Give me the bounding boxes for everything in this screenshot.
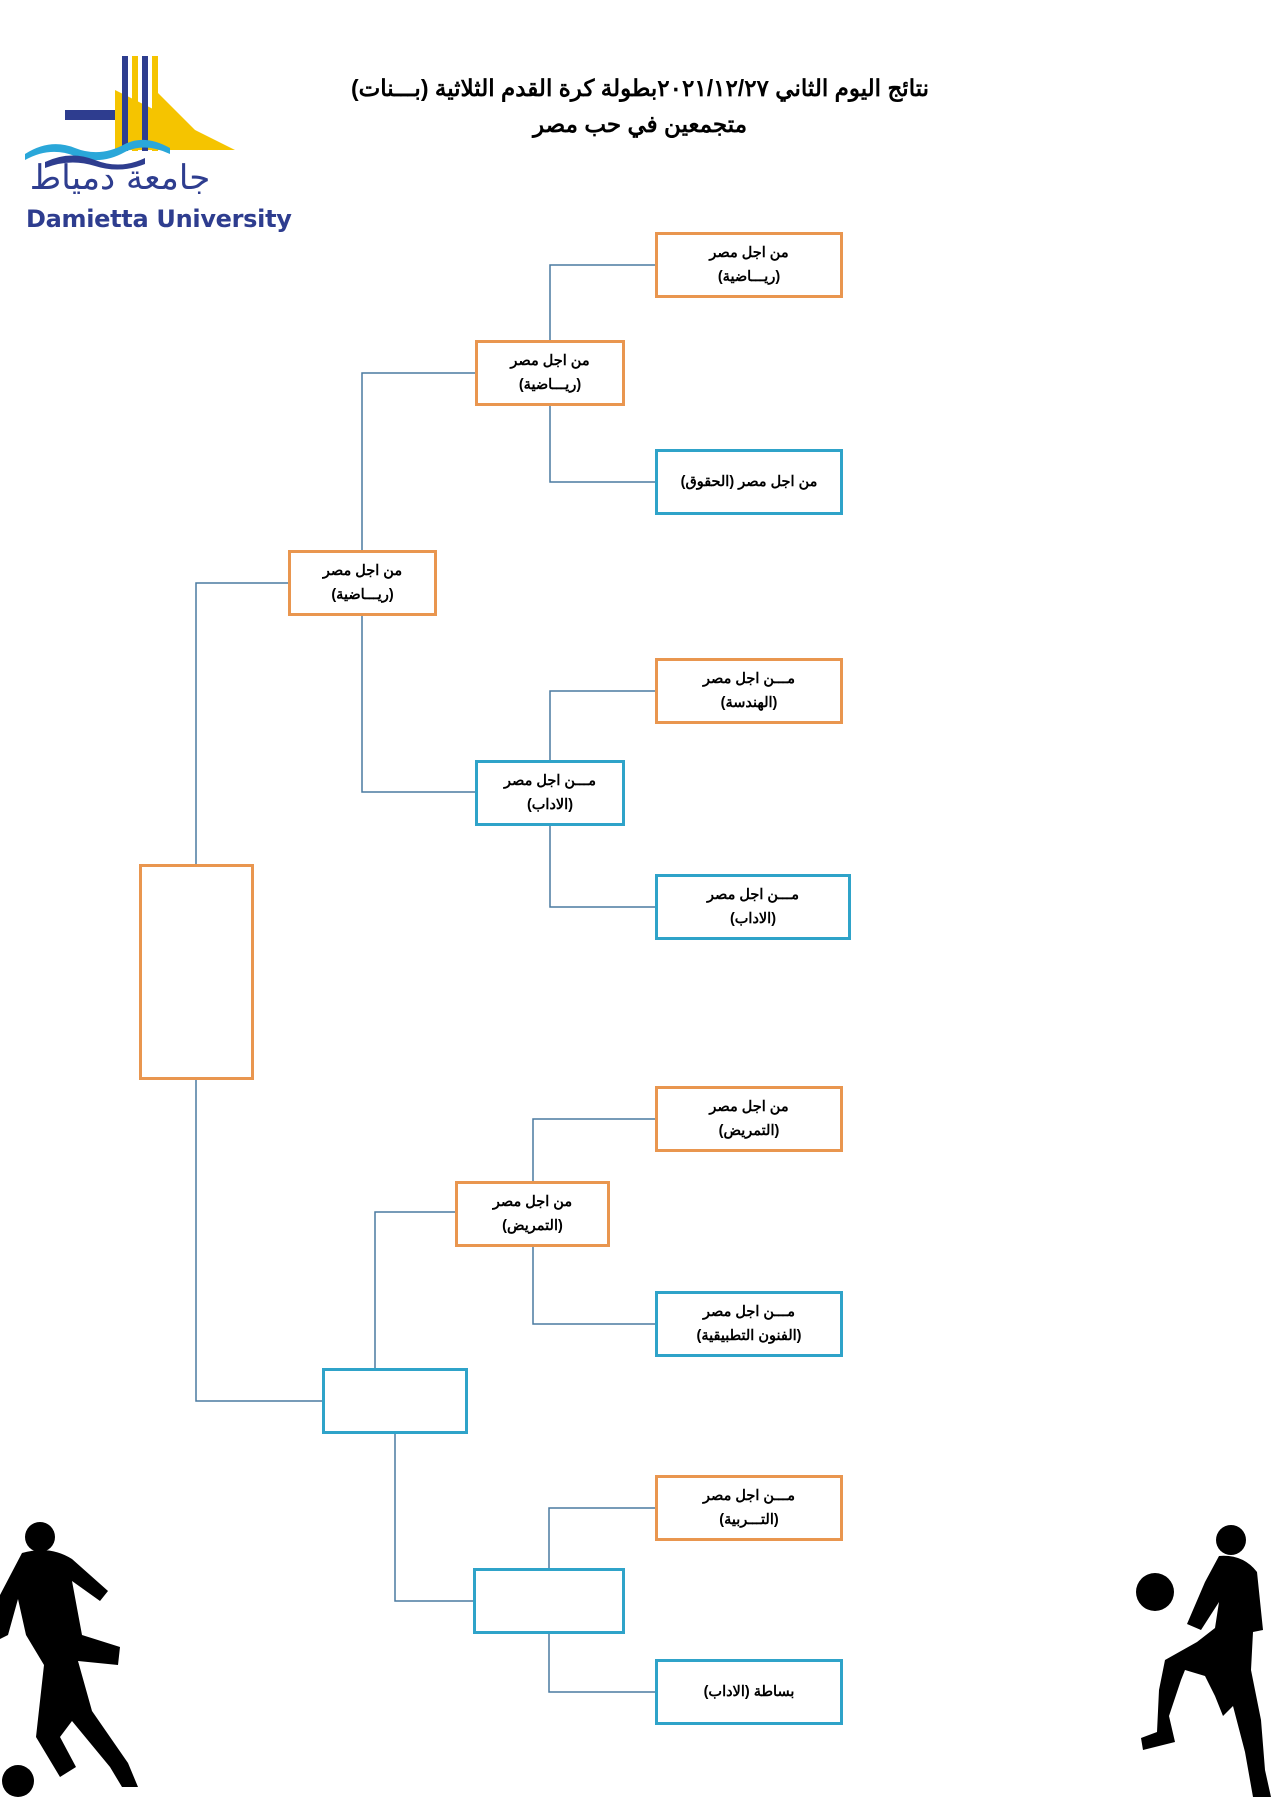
- logo-arabic-name: جامعة دمياط: [29, 158, 211, 198]
- match-r1-1: من اجل مصر (ريـــاضية): [655, 232, 843, 298]
- player-dribbling-icon: [0, 1522, 138, 1797]
- team-college: (التمريض): [718, 1123, 780, 1139]
- match-r2-3: من اجل مصر (التمريض): [455, 1181, 610, 1247]
- connector-r1-7: [548, 1507, 655, 1568]
- match-r1-8: بساطة (الاداب): [655, 1659, 843, 1725]
- logo-emblem-icon: [25, 56, 235, 170]
- connector-r1-4: [549, 826, 655, 908]
- team-college: (التمريض): [502, 1218, 563, 1234]
- connector-sf-1: [195, 582, 288, 864]
- connector-r1-2: [549, 406, 655, 483]
- player-juggling-icon: [1136, 1525, 1271, 1797]
- connector-r1-1: [549, 264, 655, 340]
- connector-r1-5: [532, 1118, 655, 1181]
- match-r1-4: مـــن اجل مصر (الاداب): [655, 874, 851, 940]
- team-label: من اجل مصر: [709, 1099, 789, 1115]
- connector-r1-3: [549, 690, 655, 760]
- match-r1-5: من اجل مصر (التمريض): [655, 1086, 843, 1152]
- team-college: (الاداب): [526, 797, 574, 813]
- connector-sf-2: [195, 1080, 322, 1402]
- match-r1-6: مـــن اجل مصر (الفنون التطبيقية): [655, 1291, 843, 1357]
- team-college: (ريـــاضية): [518, 377, 582, 393]
- team-label: مـــن اجل مصر: [707, 887, 799, 903]
- team-college: (الفنون التطبيقية): [696, 1328, 802, 1344]
- connector-r2-2: [361, 616, 475, 793]
- final-box-empty: [139, 864, 254, 1080]
- team-label: من اجل مصر: [510, 353, 590, 369]
- semifinal-2-empty: [322, 1368, 468, 1434]
- team-label: من اجل مصر: [322, 563, 403, 579]
- match-r1-7: مـــن اجل مصر (التـــربية): [655, 1475, 843, 1541]
- connector-r2-4: [394, 1434, 473, 1602]
- match-r2-4-empty: [473, 1568, 625, 1634]
- team-college: (ريـــاضية): [331, 587, 394, 603]
- team-college: (التـــربية): [719, 1512, 779, 1528]
- team-college: (الاداب): [729, 911, 777, 927]
- title-line-2: متجمعين في حب مصر: [532, 111, 748, 137]
- team-label: مـــن اجل مصر: [703, 671, 795, 687]
- team-label: من اجل مصر (الحقوق): [680, 474, 818, 490]
- connector-r1-8: [548, 1634, 655, 1693]
- connector-r2-3: [374, 1211, 455, 1368]
- page-title: نتائج اليوم الثاني ٢٠٢١/١٢/٢٧بطولة كرة ا…: [300, 70, 980, 142]
- semifinal-1: من اجل مصر (ريـــاضية): [288, 550, 437, 616]
- team-label: بساطة (الاداب): [703, 1684, 795, 1700]
- team-label: مـــن اجل مصر: [703, 1488, 795, 1504]
- team-label: من اجل مصر: [492, 1194, 573, 1210]
- team-label: مـــن اجل مصر: [504, 773, 596, 789]
- university-logo: جامعة دمياط Damietta University: [20, 50, 292, 240]
- team-college: (ريـــاضية): [717, 269, 781, 285]
- connector-r2-1: [361, 372, 475, 550]
- team-label: مـــن اجل مصر: [703, 1304, 795, 1320]
- title-line-1: نتائج اليوم الثاني ٢٠٢١/١٢/٢٧بطولة كرة ا…: [350, 75, 930, 101]
- connector-r1-6: [532, 1245, 655, 1325]
- logo-english-name: Damietta University: [26, 205, 292, 233]
- match-r2-2: مـــن اجل مصر (الاداب): [475, 760, 625, 826]
- match-r1-3: مـــن اجل مصر (الهندسة): [655, 658, 843, 724]
- match-r2-1: من اجل مصر (ريـــاضية): [475, 340, 625, 406]
- team-college: (الهندسة): [720, 695, 778, 711]
- team-label: من اجل مصر: [709, 245, 789, 261]
- match-r1-2: من اجل مصر (الحقوق): [655, 449, 843, 515]
